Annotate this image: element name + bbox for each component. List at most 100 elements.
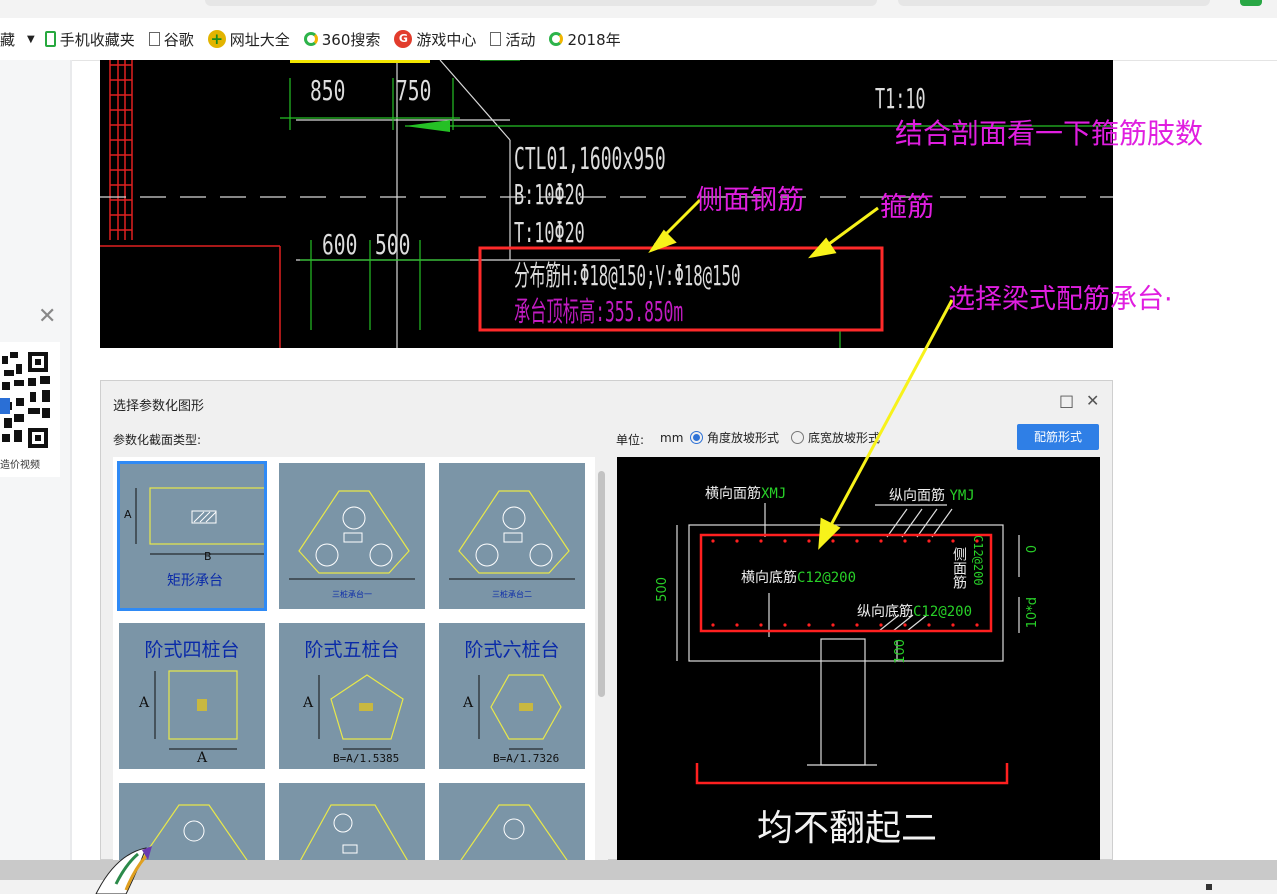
radio-label: 底宽放坡形式 — [808, 431, 881, 445]
extension-icon[interactable] — [1240, 0, 1262, 6]
search-input[interactable] — [898, 0, 1210, 6]
thumb-three-pile-1[interactable]: 三桩承台一 — [279, 463, 425, 609]
thumb-three-pile-2[interactable]: 三桩承台二 — [439, 463, 585, 609]
page-icon — [490, 32, 502, 46]
rect-cap-diagram — [135, 487, 264, 555]
dim-label: B — [204, 550, 212, 563]
bookmark-item[interactable]: 手机收藏夹 — [44, 29, 135, 50]
close-icon[interactable]: ✕ — [38, 304, 57, 329]
thumb-label: 矩形承台 — [167, 573, 223, 589]
cap-name-label: CTL01,1600x950 — [514, 142, 666, 177]
maximize-icon[interactable]: □ — [1059, 391, 1075, 410]
parametric-shape-dialog: 选择参数化图形 □ ✕ 参数化截面类型: 单位: mm 角度放坡形式 底宽放坡形… — [100, 380, 1113, 861]
game-icon: G — [394, 30, 413, 48]
unit-value: mm — [660, 431, 684, 445]
thumb-shape[interactable] — [439, 783, 585, 861]
dim-label: A — [124, 508, 132, 521]
shape-diagram — [299, 804, 409, 861]
check-section-annotation: 结合剖面看一下箍筋肢数 — [895, 117, 1204, 150]
vertical-bottom-bar-label: 纵向底筋C12@200 — [857, 604, 973, 620]
vertical-top-bar-label: 纵向面筋 YMJ — [889, 488, 975, 504]
bookmark-item[interactable]: 360搜索 — [303, 29, 380, 50]
status-strip — [0, 880, 1277, 894]
radio-unchecked-icon — [791, 431, 804, 444]
bookmark-label: 活动 — [505, 30, 536, 49]
preview-caption: 均不翻起二 — [757, 808, 938, 849]
shape-thumbnail-grid: A B 矩形承台 三桩承台一 三桩承台二 阶式四桩台 — [113, 457, 608, 861]
side-bar-label: 侧面筋 — [951, 547, 967, 589]
cad-linework — [100, 60, 1113, 348]
address-input[interactable] — [205, 0, 877, 6]
bookmark-item[interactable]: + 网址大全 — [207, 29, 290, 50]
unit-label: 单位: — [616, 433, 645, 447]
choose-beam-annotation: 选择梁式配筋承台· — [948, 284, 1173, 315]
bottom-bar — [0, 860, 1277, 880]
rebar-preview: 横向面筋XMJ 纵向面筋 YMJ 横向底筋C12@200 纵向底筋C12@200… — [617, 457, 1100, 861]
bookmark-item[interactable]: G 游戏中心 — [394, 29, 476, 50]
dimension-label: 500 — [655, 577, 670, 602]
thumb-label: 三桩承台一 — [332, 590, 372, 599]
shape-diagram — [459, 804, 569, 861]
scrollbar-track[interactable] — [595, 457, 608, 861]
elevation-label: 承台顶标高:355.850m — [514, 295, 684, 328]
ring-icon — [303, 32, 318, 46]
thumb-label: 三桩承台二 — [492, 590, 532, 599]
thumb-label: 阶式六桩台 — [464, 639, 560, 661]
mascot-icon — [95, 846, 152, 894]
qr-card[interactable]: 造价视频 — [0, 342, 60, 477]
rebar-config-button[interactable]: 配筋形式 — [1017, 424, 1099, 450]
step-six-pile-diagram — [478, 674, 562, 750]
radio-width-slope[interactable]: 底宽放坡形式 — [791, 429, 880, 446]
thumb-shape[interactable] — [279, 783, 425, 861]
indicator-dot — [1206, 884, 1212, 890]
bookmark-label: 2018年 — [567, 30, 621, 49]
thumb-shape[interactable] — [119, 783, 265, 861]
distribution-bar-label: 分布筋H:Φ18@150;V:Φ18@150 — [514, 259, 741, 292]
bookmark-label: 游戏中心 — [416, 30, 477, 49]
bookmark-label: 谷歌 — [163, 30, 194, 49]
thumb-step-six-pile[interactable]: 阶式六桩台 A B=A/1.7326 — [439, 623, 585, 769]
plus-globe-icon: + — [207, 30, 226, 48]
side-bar-code: C12@200 — [971, 535, 985, 586]
bookmark-item[interactable]: 活动 — [490, 29, 535, 50]
radio-checked-icon — [690, 431, 703, 444]
close-icon[interactable]: ✕ — [1086, 391, 1100, 410]
bookmark-label: 手机收藏夹 — [59, 30, 135, 49]
scale-label: T1:10 — [875, 82, 926, 115]
dimension-label: 600 — [322, 228, 358, 261]
horizontal-top-bar-label: 横向面筋XMJ — [705, 486, 787, 502]
bookmark-label: 网址大全 — [229, 30, 290, 49]
dim-label: A — [303, 695, 314, 711]
dimension-label: 750 — [396, 74, 432, 107]
bookmark-item[interactable]: 谷歌 — [148, 29, 194, 50]
three-pile-diagram — [449, 490, 575, 580]
bookmark-favorites-truncated[interactable]: 藏 ▼ — [0, 29, 35, 50]
stirrup-annotation: 箍筋 — [880, 192, 934, 223]
thumb-step-five-pile[interactable]: 阶式五桩台 A B=A/1.5385 — [279, 623, 425, 769]
horizontal-bottom-bar-label: 横向底筋C12@200 — [741, 570, 857, 586]
dim-label: A — [139, 695, 150, 711]
bookmarks-bar: 藏 ▼ 手机收藏夹 谷歌 + 网址大全 360搜索 G 游戏中心 活动 2018… — [0, 18, 1277, 61]
dim-label: A — [197, 750, 208, 766]
phone-icon — [44, 31, 56, 47]
page-icon — [148, 32, 160, 46]
thumb-label: 阶式五桩台 — [304, 639, 400, 661]
thumb-rect-cap[interactable]: A B 矩形承台 — [117, 461, 267, 611]
radio-label: 角度放坡形式 — [707, 431, 780, 445]
dimension-label: 100 — [893, 639, 908, 664]
side-rebar-annotation: 侧面钢筋 — [696, 185, 804, 216]
divider — [70, 60, 72, 860]
top-bar-label: T:10Φ20 — [514, 216, 585, 249]
qr-code-icon — [0, 350, 52, 450]
dimension-label: 850 — [310, 74, 346, 107]
dimension-label: 500 — [375, 228, 411, 261]
scrollbar-thumb[interactable] — [598, 471, 605, 697]
radio-angle-slope[interactable]: 角度放坡形式 — [690, 429, 779, 446]
chevron-down-icon[interactable]: ▼ — [27, 33, 35, 45]
bookmark-item[interactable]: 2018年 — [549, 29, 621, 50]
step-four-pile-diagram — [154, 670, 238, 750]
bookmark-label: 藏 — [0, 30, 16, 49]
three-pile-diagram — [289, 490, 415, 580]
thumb-step-four-pile[interactable]: 阶式四桩台 A A — [119, 623, 265, 769]
dim-label: A — [463, 695, 474, 711]
